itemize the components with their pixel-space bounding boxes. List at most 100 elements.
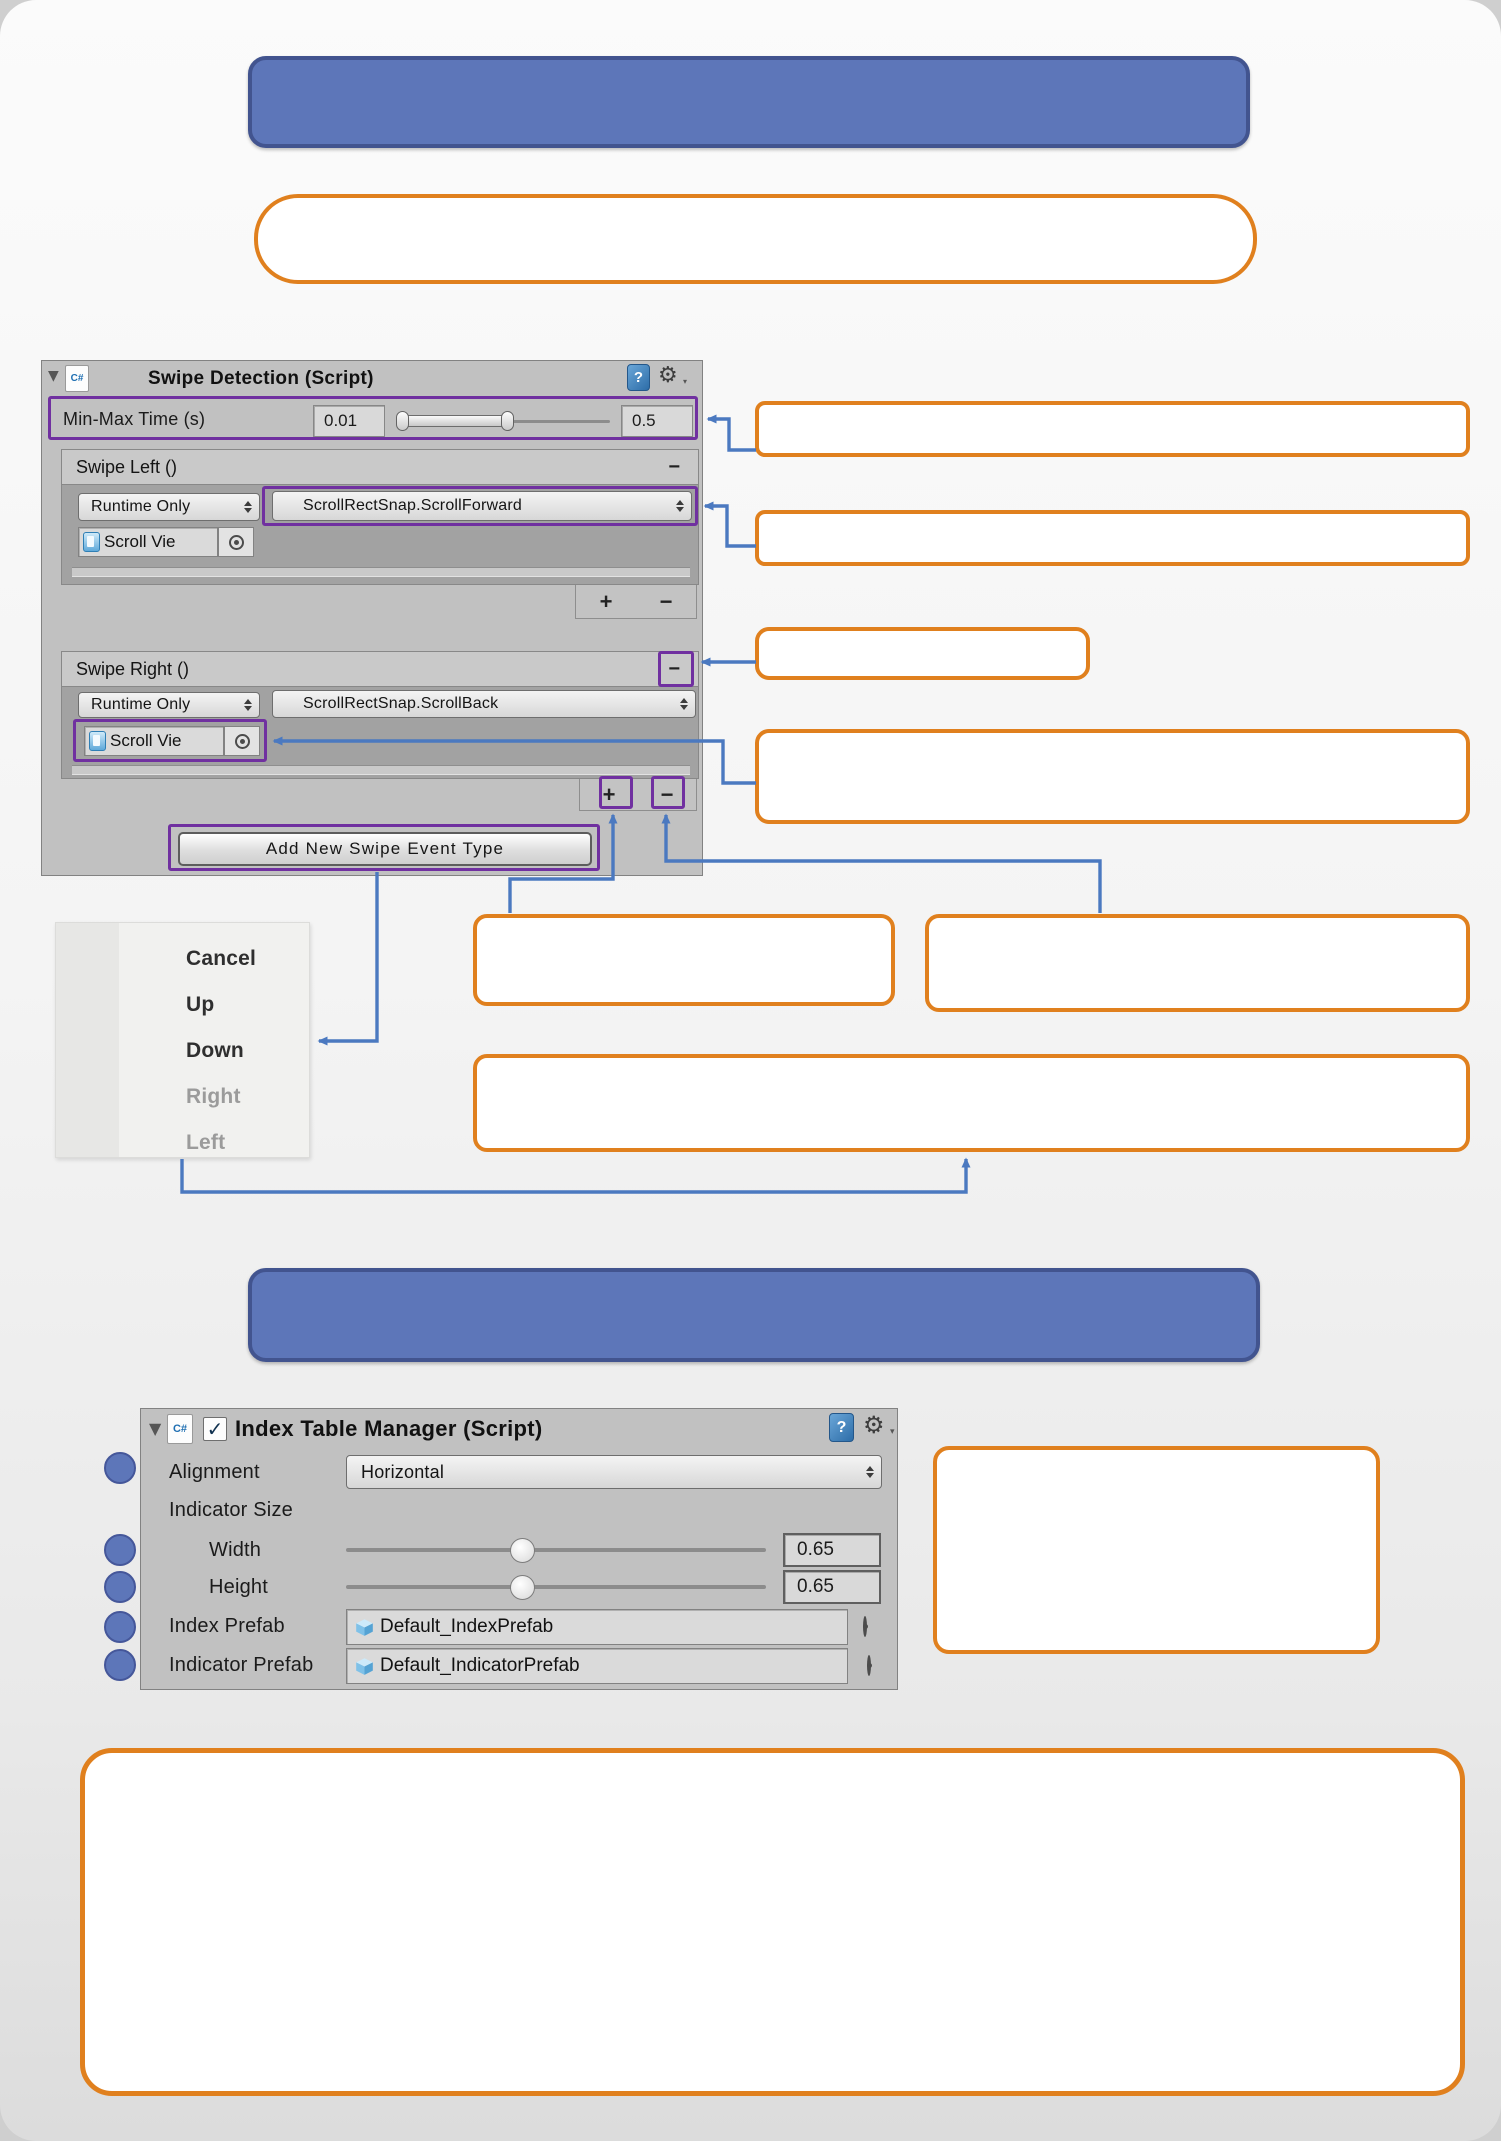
object-picker-icon[interactable] [863, 1616, 867, 1637]
slider-handle[interactable] [510, 1574, 536, 1600]
object-picker-icon[interactable] [867, 1655, 871, 1676]
object-picker-button[interactable] [224, 726, 260, 756]
annotation-box-target [755, 729, 1470, 824]
slider-min-handle[interactable] [396, 411, 409, 431]
help-book-icon[interactable]: ? [627, 364, 650, 391]
height-value-field[interactable]: 0.65 [783, 1570, 881, 1604]
step-marker-1 [104, 1452, 136, 1484]
popup-arrows-icon [680, 698, 688, 710]
indicator-prefab-label: Indicator Prefab [169, 1654, 314, 1676]
section2-title-box [248, 1268, 1260, 1362]
section1-title-box [248, 56, 1250, 148]
remove-listener-button[interactable]: − [660, 781, 674, 807]
foldout-triangle-icon[interactable]: ▼ [149, 1419, 162, 1438]
slider-track [346, 1585, 766, 1589]
indicator-prefab-field[interactable]: Default_IndicatorPrefab [346, 1648, 848, 1684]
context-menu-gutter [56, 923, 119, 1157]
event-mode-value: Runtime Only [91, 498, 191, 515]
menu-item-down[interactable]: Down [186, 1039, 244, 1063]
notes-box [80, 1748, 1465, 2096]
foldout-triangle-icon[interactable]: ▼ [48, 368, 59, 384]
panel-title: Index Table Manager (Script) [235, 1416, 543, 1441]
remove-event-entry-button[interactable]: − [668, 455, 680, 478]
width-label: Width [209, 1539, 262, 1561]
step-marker-4 [104, 1611, 136, 1643]
remove-event-entry-button[interactable]: − [668, 657, 680, 680]
add-swipe-event-type-label: Add New Swipe Event Type [265, 839, 505, 858]
event-list-divider [72, 567, 690, 577]
height-slider[interactable] [346, 1572, 766, 1602]
scrollrect-icon [83, 532, 100, 552]
help-book-icon[interactable]: ? [829, 1413, 854, 1442]
max-time-field[interactable]: 0.5 [621, 405, 693, 437]
slider-max-handle[interactable] [501, 411, 515, 431]
event-function-value: ScrollRectSnap.ScrollForward [303, 497, 523, 514]
min-time-field[interactable]: 0.01 [313, 405, 385, 437]
min-time-value: 0.01 [324, 411, 358, 430]
step-marker-3 [104, 1571, 136, 1603]
add-listener-button[interactable]: + [602, 781, 616, 807]
prefab-cube-icon [356, 1618, 373, 1636]
popup-arrows-icon [676, 500, 684, 512]
panel-title: Swipe Detection (Script) [148, 368, 374, 389]
menu-item-label: Down [186, 1039, 244, 1062]
component-enabled-checkbox[interactable]: ✓ [203, 1417, 227, 1441]
index-prefab-value: Default_IndexPrefab [380, 1616, 554, 1637]
menu-item-label: Up [186, 993, 215, 1016]
popup-arrows-icon [244, 501, 252, 513]
event-target-object-field[interactable]: Scroll Vie [84, 726, 224, 756]
indicator-prefab-value: Default_IndicatorPrefab [380, 1655, 580, 1676]
popup-arrows-icon [866, 1466, 874, 1478]
event-target-object-field[interactable]: Scroll Vie [78, 527, 218, 557]
menu-item-label: Left [186, 1131, 226, 1154]
menu-item-left: Left [186, 1131, 225, 1155]
object-picker-icon [228, 534, 244, 550]
add-listener-button[interactable]: + [599, 588, 613, 614]
event-mode-value: Runtime Only [91, 696, 191, 713]
width-value-field[interactable]: 0.65 [783, 1533, 881, 1567]
annotation-box-minus [925, 914, 1470, 1012]
alignment-dropdown[interactable]: Horizontal [346, 1455, 882, 1489]
annotation-box-plus [473, 914, 895, 1006]
event-mode-dropdown[interactable]: Runtime Only [78, 493, 260, 521]
index-prefab-label: Index Prefab [169, 1615, 285, 1637]
swipe-detection-panel: ▼ C# Swipe Detection (Script) ? ⚙ ▾ Min-… [41, 360, 703, 876]
event-name: Swipe Left () [76, 456, 178, 477]
slider-handle[interactable] [510, 1537, 536, 1563]
gear-caret-icon[interactable]: ▾ [890, 1427, 895, 1437]
index-prefab-field[interactable]: Default_IndexPrefab [346, 1609, 848, 1645]
event-function-dropdown[interactable]: ScrollRectSnap.ScrollBack [272, 690, 696, 718]
swipe-left-body: Runtime Only ScrollRectSnap.ScrollForwar… [61, 485, 699, 585]
event-function-dropdown[interactable]: ScrollRectSnap.ScrollForward [272, 491, 692, 521]
add-swipe-event-type-button[interactable]: Add New Swipe Event Type [178, 832, 592, 866]
annotation-box-function [755, 510, 1470, 566]
object-picker-button[interactable] [218, 527, 254, 557]
slider-range-bar [398, 415, 509, 427]
annotation-box-minmax [755, 401, 1470, 457]
swipe-right-body: Runtime Only ScrollRectSnap.ScrollBack S… [61, 687, 699, 779]
gear-icon[interactable]: ⚙ [658, 363, 678, 388]
gear-icon[interactable]: ⚙ [863, 1411, 885, 1439]
swipe-type-context-menu: Cancel Up Down Right Left [55, 922, 310, 1158]
height-value: 0.65 [797, 1576, 834, 1597]
menu-item-cancel[interactable]: Cancel [186, 947, 256, 971]
minmax-label: Min-Max Time (s) [63, 409, 206, 429]
scrollrect-icon [89, 731, 106, 751]
annotation-box-index-panel [933, 1446, 1380, 1654]
index-table-manager-panel: ▼ C# ✓ Index Table Manager (Script) ? ⚙ … [140, 1408, 898, 1690]
swipe-left-add-remove-bar: + − [575, 585, 697, 619]
alignment-label: Alignment [169, 1461, 260, 1483]
menu-item-label: Right [186, 1085, 241, 1108]
event-mode-dropdown[interactable]: Runtime Only [78, 692, 260, 718]
gear-caret-icon[interactable]: ▾ [683, 377, 688, 386]
minmax-range-slider[interactable] [396, 405, 610, 437]
width-value: 0.65 [797, 1539, 834, 1560]
csharp-script-icon: C# [65, 365, 89, 392]
annotation-box-remove-event [755, 627, 1090, 680]
width-slider[interactable] [346, 1535, 766, 1565]
max-time-value: 0.5 [632, 411, 656, 430]
step-marker-5 [104, 1649, 136, 1681]
remove-listener-button[interactable]: − [659, 588, 673, 614]
menu-item-up[interactable]: Up [186, 993, 214, 1017]
